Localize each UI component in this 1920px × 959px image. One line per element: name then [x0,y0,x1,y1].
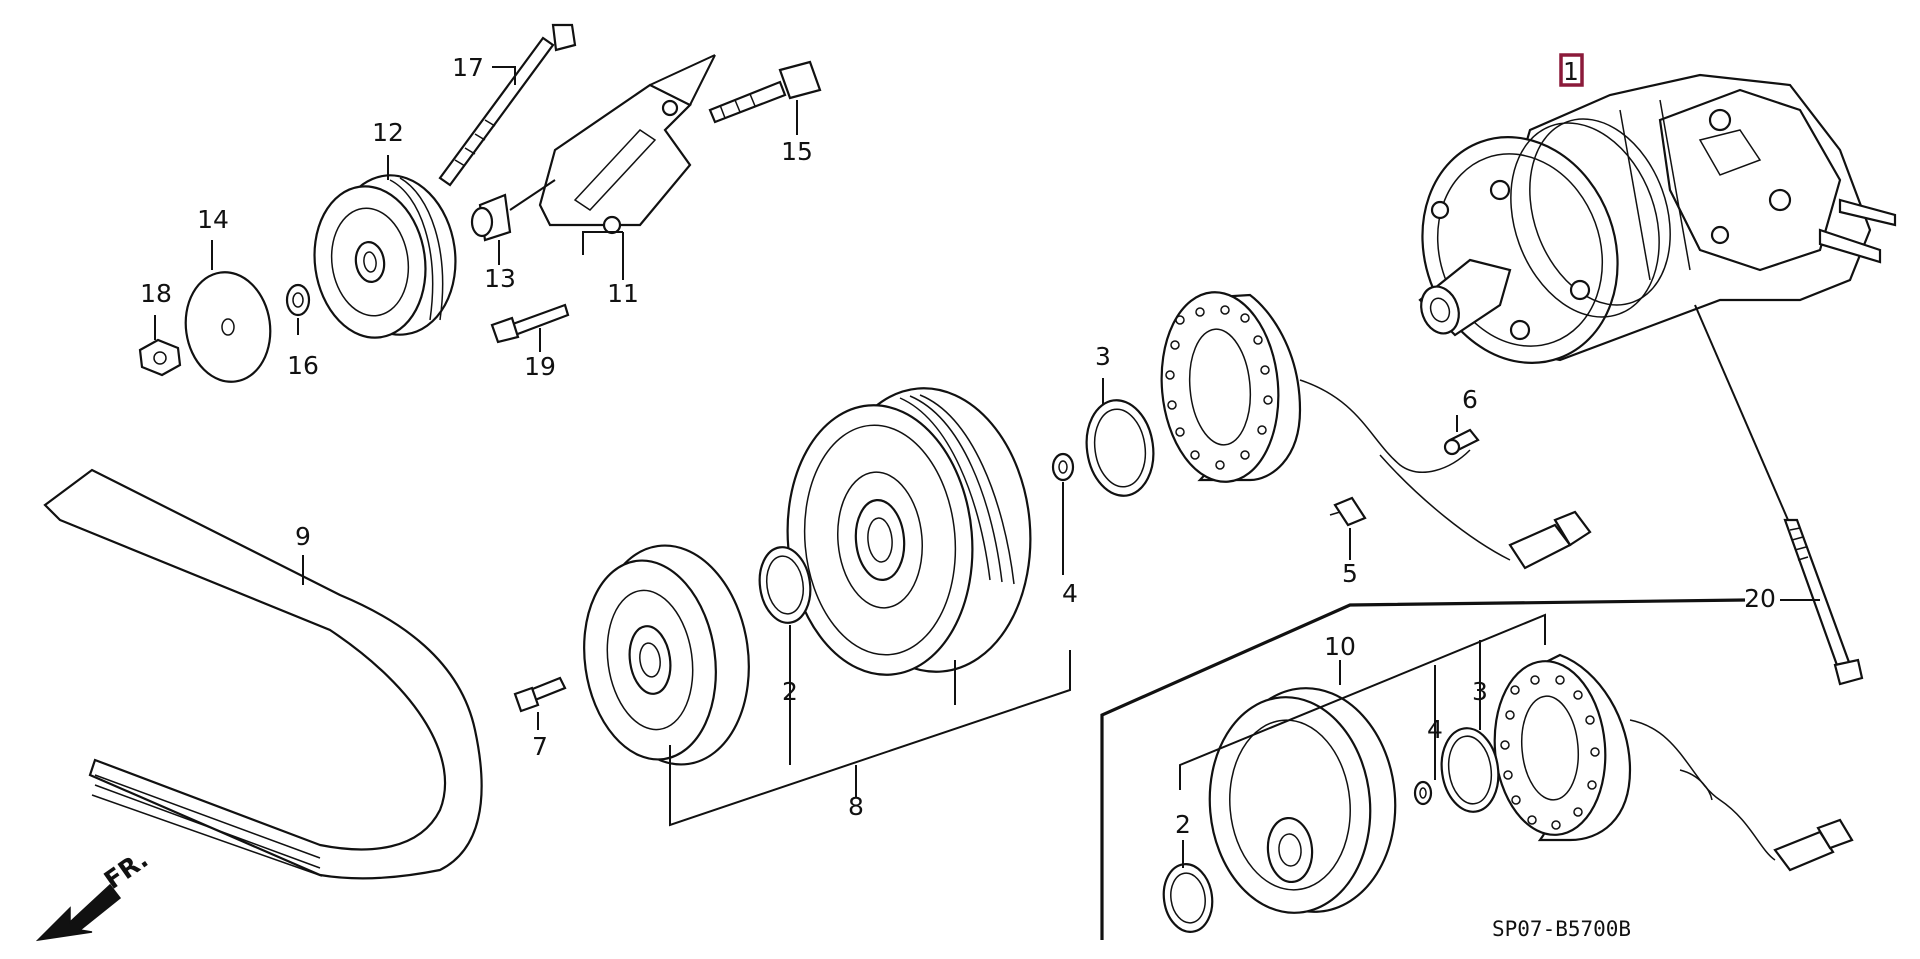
highlight-box [1559,53,1584,87]
diagram-code: SP07-B5700B [1492,917,1631,941]
label-2-upper[interactable]: 2 [782,677,798,706]
pulley-lower[interactable] [1201,681,1405,920]
washer-4-upper[interactable] [1051,452,1075,482]
collar-13[interactable] [470,193,512,242]
label-13[interactable]: 13 [484,264,516,293]
bracket-11[interactable] [538,83,692,235]
label-12[interactable]: 12 [372,118,404,147]
belt-9[interactable] [43,468,483,880]
label-19[interactable]: 19 [524,352,556,381]
bolt-19[interactable] [490,303,570,344]
bolt-17[interactable] [438,23,577,187]
snap-ring-3-upper[interactable] [1081,396,1160,500]
label-15[interactable]: 15 [781,137,813,166]
label-3-lower[interactable]: 3 [1472,677,1488,706]
idler-pulley-12[interactable] [305,167,466,344]
bolt-20[interactable] [1694,304,1864,686]
label-1[interactable]: 1 [1563,57,1579,86]
nut-18[interactable] [138,338,182,377]
armature-plate-upper[interactable] [572,536,763,775]
compressor-assembly[interactable] [1391,73,1897,391]
label-16[interactable]: 16 [287,351,319,380]
label-8[interactable]: 8 [848,792,864,821]
label-11[interactable]: 11 [607,279,639,308]
label-6[interactable]: 6 [1462,385,1478,414]
bolt-6[interactable] [1443,428,1480,456]
snap-ring-3-lower[interactable] [1436,725,1503,816]
label-9[interactable]: 9 [295,522,311,551]
label-4-lower[interactable]: 4 [1427,715,1443,744]
leader-lines [154,54,1820,940]
label-10[interactable]: 10 [1324,632,1356,661]
cover-14[interactable] [179,267,277,388]
label-5[interactable]: 5 [1342,559,1358,588]
label-7[interactable]: 7 [532,732,548,761]
field-coil-upper[interactable] [1154,287,1511,561]
bolt-15[interactable] [708,60,822,124]
field-coil-lower[interactable] [1488,653,1776,861]
washer-16[interactable] [285,283,311,317]
label-3-upper[interactable]: 3 [1095,342,1111,371]
front-arrow-icon [35,883,122,942]
shim-2-upper[interactable] [755,544,815,626]
pulley-upper[interactable] [777,380,1042,683]
label-18[interactable]: 18 [140,279,172,308]
label-17[interactable]: 17 [452,53,484,82]
washer-4-lower[interactable] [1413,780,1433,806]
connector-lower[interactable] [1773,818,1854,872]
label-2-lower[interactable]: 2 [1175,810,1191,839]
label-14[interactable]: 14 [197,205,229,234]
shim-2-lower[interactable] [1160,861,1217,935]
clamp-5[interactable] [1329,496,1367,527]
label-20[interactable]: 20 [1744,584,1776,613]
connector-upper[interactable] [1508,510,1592,570]
bolt-7[interactable] [513,676,567,713]
label-4-upper[interactable]: 4 [1062,579,1078,608]
